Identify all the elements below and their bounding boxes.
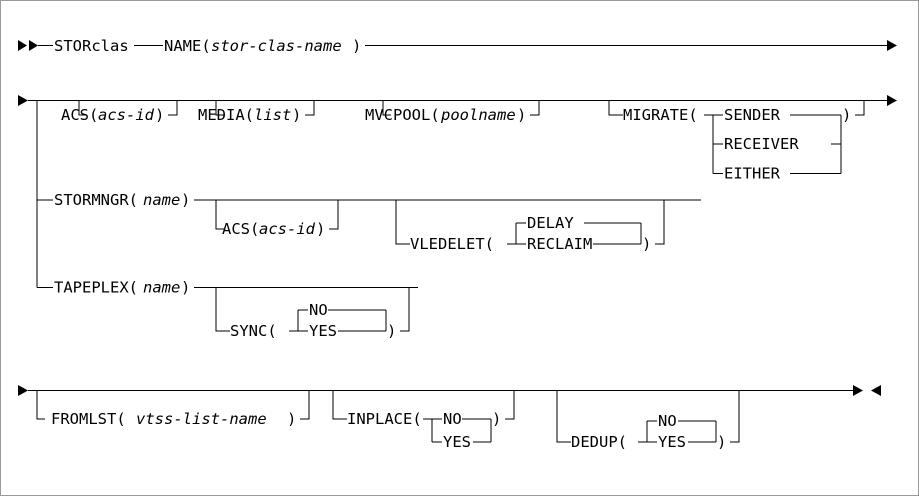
choice-inplace-no: NO bbox=[443, 410, 462, 428]
row-5-group: FROMLST( vtss-list-name ) INPLACE( NO YE… bbox=[18, 385, 881, 451]
keyword-sync-open: SYNC( bbox=[230, 322, 277, 340]
keyword-acs-open-1: ACS( bbox=[61, 106, 98, 124]
variable-acs-id-1: acs-id bbox=[98, 106, 155, 124]
start-arrow-1-icon bbox=[18, 40, 27, 51]
option-migrate: MIGRATE( SENDER RECEIVER EITHER ) bbox=[608, 100, 865, 183]
row5-end-left-arrow-icon bbox=[871, 385, 881, 396]
paren-close-mvcpool: ) bbox=[517, 106, 526, 124]
acs2-right-bracket bbox=[329, 200, 339, 230]
variable-stor-clas-name: stor-clas-name bbox=[211, 37, 342, 55]
keyword-acs-open-2: ACS( bbox=[222, 220, 259, 238]
variable-stormngr-name: name bbox=[143, 191, 180, 209]
row1-continue-arrow-icon bbox=[887, 40, 897, 51]
vledelet-left-bracket bbox=[395, 200, 404, 245]
media-right-bracket bbox=[305, 100, 315, 116]
paren-close-migrate: ) bbox=[842, 106, 851, 124]
choice-sender: SENDER bbox=[724, 106, 781, 124]
paren-close-dedup: ) bbox=[717, 433, 726, 451]
variable-tapeplex-name: name bbox=[143, 279, 180, 297]
dedup-right-bracket bbox=[730, 390, 740, 443]
paren-close-acs-2: ) bbox=[316, 220, 325, 238]
option-acs-2: ACS( acs-id ) bbox=[215, 200, 339, 238]
option-inplace: INPLACE( NO YES ) bbox=[332, 390, 515, 451]
variable-acs-id-2: acs-id bbox=[259, 220, 316, 238]
choice-inplace-yes: YES bbox=[443, 433, 471, 451]
keyword-media-open: MEDIA( bbox=[198, 106, 254, 124]
paren-close-sync: ) bbox=[387, 322, 396, 340]
choice-either: EITHER bbox=[724, 165, 781, 183]
option-dedup: DEDUP( YES NO ) bbox=[556, 390, 740, 451]
paren-close-stormngr: ) bbox=[181, 191, 190, 209]
option-media: MEDIA( list ) bbox=[198, 100, 315, 124]
migrate-left-bracket bbox=[608, 100, 617, 116]
choice-sync-yes: YES bbox=[309, 322, 337, 340]
paren-close-vledelet: ) bbox=[642, 235, 651, 253]
keyword-dedup-open: DEDUP( bbox=[571, 433, 627, 451]
option-mvcpool: MVCPOOL( poolname ) bbox=[365, 100, 540, 124]
keyword-inplace-open: INPLACE( bbox=[347, 410, 422, 428]
option-vledelet: VLEDELET( RECLAIM DELAY ) bbox=[395, 200, 665, 253]
keyword-fromlst-open: FROMLST( bbox=[51, 410, 126, 428]
mvcpool-left-bracket bbox=[382, 100, 391, 116]
option-acs-1: ACS( acs-id ) bbox=[61, 100, 178, 124]
media-left-bracket bbox=[215, 100, 224, 116]
row2-continue-arrow-icon bbox=[887, 95, 897, 106]
acs2-left-bracket bbox=[215, 200, 224, 230]
keyword-mvcpool-open: MVCPOOL( bbox=[365, 106, 440, 124]
paren-close-fromlst: ) bbox=[287, 410, 296, 428]
keyword-tapeplex-open: TAPEPLEX( bbox=[54, 279, 138, 297]
choice-receiver: RECEIVER bbox=[724, 135, 799, 153]
paren-close-media: ) bbox=[292, 106, 301, 124]
row5-end-right-arrow-icon bbox=[853, 385, 863, 396]
choice-reclaim: RECLAIM bbox=[527, 235, 592, 253]
paren-close-name: ) bbox=[352, 37, 361, 55]
keyword-name-open: NAME( bbox=[164, 37, 211, 55]
row-1-group: STORclas NAME( stor-clas-name ) bbox=[18, 37, 897, 55]
fromlst-left-bracket bbox=[36, 390, 45, 420]
paren-close-acs-1: ) bbox=[155, 106, 164, 124]
acs1-right-bracket bbox=[168, 100, 178, 116]
choice-dedup-no: NO bbox=[658, 412, 677, 430]
row-2-group: ACS( acs-id ) MEDIA( list ) MVCPOOL( poo… bbox=[18, 95, 897, 288]
variable-vtss-list-name: vtss-list-name bbox=[136, 410, 267, 428]
variable-poolname: poolname bbox=[440, 106, 516, 124]
choice-dedup-yes: YES bbox=[658, 433, 686, 451]
row5-start-arrow-icon bbox=[18, 385, 28, 396]
row2-start-arrow-icon bbox=[18, 95, 28, 106]
choice-sync-no: NO bbox=[309, 301, 328, 319]
option-sync: SYNC( YES NO ) bbox=[215, 287, 410, 340]
migrate-right-bracket bbox=[855, 100, 865, 116]
row-3-group: STORMNGR( name ) ACS( acs-id ) VLEDELET(… bbox=[37, 191, 701, 253]
sync-right-bracket bbox=[400, 287, 410, 332]
dedup-left-bracket bbox=[556, 390, 565, 443]
inplace-left-bracket bbox=[332, 390, 341, 420]
paren-close-tapeplex: ) bbox=[181, 279, 190, 297]
keyword-storclas: STORclas bbox=[54, 37, 129, 55]
row-4-group: TAPEPLEX( name ) SYNC( YES NO ) bbox=[37, 279, 418, 340]
acs1-left-bracket bbox=[78, 100, 87, 116]
paren-close-inplace: ) bbox=[492, 410, 501, 428]
keyword-migrate-open: MIGRATE( bbox=[623, 106, 698, 124]
keyword-vledelet-open: VLEDELET( bbox=[410, 235, 494, 253]
inplace-right-bracket bbox=[505, 390, 515, 420]
fromlst-right-bracket bbox=[300, 390, 310, 420]
sync-left-bracket bbox=[215, 287, 224, 332]
variable-list: list bbox=[254, 106, 291, 124]
keyword-stormngr-open: STORMNGR( bbox=[54, 191, 138, 209]
mvcpool-right-bracket bbox=[530, 100, 540, 116]
option-fromlst: FROMLST( vtss-list-name ) bbox=[36, 390, 310, 428]
start-arrow-2-icon bbox=[29, 40, 38, 51]
vledelet-right-bracket bbox=[655, 200, 665, 245]
choice-delay: DELAY bbox=[527, 214, 574, 232]
